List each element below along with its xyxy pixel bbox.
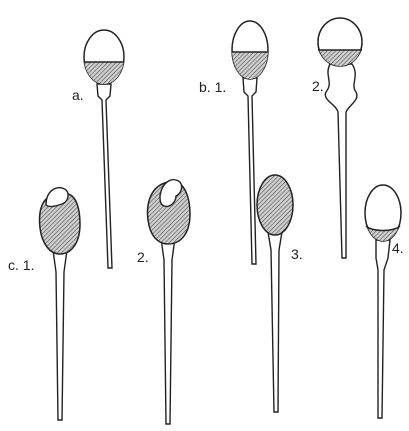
sperm-c4	[362, 185, 404, 418]
label-a: a.	[72, 87, 84, 103]
sperm-c3	[257, 175, 293, 412]
label-c2: 2.	[137, 249, 149, 265]
label-b2: 2.	[312, 78, 324, 94]
sperm-b2	[316, 18, 364, 258]
sperm-c2	[148, 180, 190, 424]
label-c4: 4.	[392, 240, 404, 256]
sperm-a	[80, 30, 130, 268]
label-c1: c. 1.	[8, 257, 34, 273]
label-c3: 3.	[291, 246, 303, 262]
label-b1: b. 1.	[199, 79, 226, 95]
sperm-c1	[40, 188, 80, 420]
